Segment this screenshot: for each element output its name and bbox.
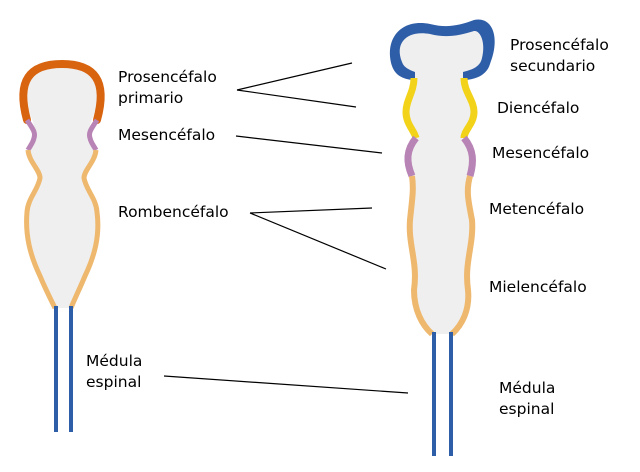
- left-prosencephalon-wall: [19, 59, 105, 124]
- right-mesencephalon-wall-r: [461, 135, 476, 177]
- leader-prosencephalon-to-diencephalon: [236, 89, 357, 108]
- right-diencephalon-wall-r: [460, 77, 478, 139]
- label-metencephalon: Metencéfalo: [489, 200, 585, 218]
- label-spinal-cord-right: Médula espinal: [499, 378, 555, 420]
- left-rhombencephalon-wall-l: [24, 149, 58, 310]
- right-neural-tube: [389, 19, 495, 456]
- label-mesencephalon-left: Mesencéfalo: [118, 126, 216, 144]
- right-rhombencephalon-wall-l: [406, 175, 435, 337]
- label-spinal-cord-left: Médula espinal: [86, 351, 142, 393]
- left-rhombencephalon-wall-r: [68, 149, 101, 309]
- label-myelencephalon: Mielencéfalo: [489, 278, 587, 296]
- left-mesencephalon-wall-l: [24, 118, 37, 152]
- right-mesencephalon-wall-l: [404, 135, 419, 178]
- label-prosencephalon-primary-line1: Prosencéfalo: [118, 68, 217, 86]
- right-diencephalon-wall-l: [402, 77, 420, 140]
- label-telencephalon-line1: Prosencéfalo: [510, 36, 609, 54]
- leader-lines: [163, 62, 409, 394]
- label-spinal-cord-left-line1: Médula: [86, 352, 143, 370]
- left-neural-tube: [19, 59, 105, 432]
- label-spinal-cord-left-line2: espinal: [86, 373, 142, 391]
- left-mesencephalon-wall-r: [87, 118, 100, 152]
- right-rhombencephalon-wall-r: [449, 175, 476, 337]
- leader-spinal-cord: [163, 375, 409, 394]
- leader-rhombencephalon-to-metencephalon: [249, 207, 373, 214]
- leader-rhombencephalon-to-myelencephalon: [249, 212, 387, 270]
- label-prosencephalon-primary: Prosencéfalo primario: [118, 67, 217, 109]
- label-spinal-cord-right-line2: espinal: [499, 400, 555, 418]
- left-tube-body: [23, 64, 101, 308]
- leader-prosencephalon-to-telencephalon: [236, 62, 353, 91]
- label-telencephalon: Prosencéfalo secundario: [510, 35, 609, 77]
- label-spinal-cord-right-line1: Médula: [499, 379, 556, 397]
- label-mesencephalon-right: Mesencéfalo: [492, 144, 590, 162]
- label-rhombencephalon: Rombencéfalo: [118, 203, 229, 221]
- right-telencephalon-wall: [389, 19, 495, 80]
- leader-mesencephalon: [235, 135, 383, 154]
- label-telencephalon-line2: secundario: [510, 57, 596, 75]
- label-diencephalon: Diencéfalo: [497, 99, 580, 117]
- label-prosencephalon-primary-line2: primario: [118, 89, 184, 107]
